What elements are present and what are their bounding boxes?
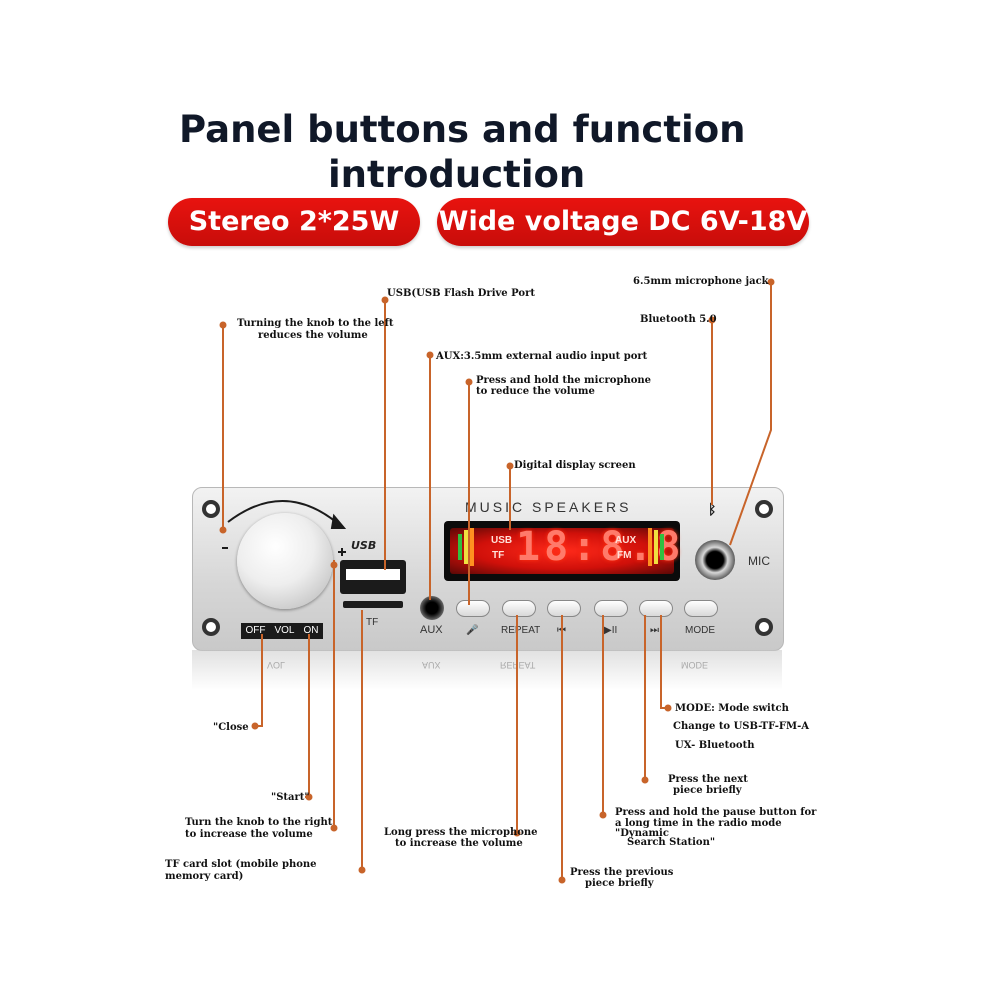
dot-tf — [358, 866, 366, 874]
stereo-badge: Stereo 2*25W — [168, 198, 420, 246]
label-mic-hold-2: to reduce the volume — [476, 386, 595, 397]
label-mic-long-1: Long press the microphone — [384, 827, 538, 838]
bluetooth-icon: ᛒ — [708, 502, 717, 518]
usb-port[interactable] — [340, 560, 406, 594]
on-label: ON — [303, 625, 319, 636]
title-line-1: Panel buttons and function — [179, 108, 746, 151]
label-knob-right-2: to increase the volume — [185, 829, 313, 840]
dot-knob-right — [330, 824, 338, 832]
play-pause-icon: ▶II — [604, 625, 618, 636]
dot-close — [251, 722, 259, 730]
dot-next — [641, 776, 649, 784]
dot-display — [506, 462, 514, 470]
label-mode-2: Change to USB-TF-FM-A — [673, 721, 809, 732]
dot-aux — [426, 351, 434, 359]
mic-volume-button[interactable] — [456, 600, 490, 617]
panel-reflection — [192, 650, 782, 690]
mount-hole-top-left — [202, 500, 220, 518]
tf-label: TF — [366, 617, 379, 628]
label-knob-left-1: Turning the knob to the left — [237, 318, 394, 329]
usb-logo: USB — [351, 539, 377, 552]
mode-button[interactable] — [684, 600, 718, 617]
off-label: OFF — [245, 625, 266, 636]
repeat-label: REPEAT — [501, 625, 541, 636]
aux-jack[interactable] — [420, 596, 444, 620]
play-pause-button[interactable] — [594, 600, 628, 617]
label-start: "Start" — [271, 792, 310, 803]
label-close: "Close — [213, 722, 249, 733]
display-digits: 18:8.8 — [516, 524, 685, 570]
level-meter-left-icon — [458, 528, 474, 566]
display-tag-fm: FM — [617, 550, 632, 561]
dot-knob-right-top — [330, 561, 338, 569]
dot-knob-left-end — [219, 526, 227, 534]
display-tag-aux: AUX — [615, 535, 637, 546]
voltage-badge: Wide voltage DC 6V-18V — [437, 198, 809, 246]
label-pause-2: a long time in the radio mode — [615, 818, 782, 829]
arc-arrow-icon — [330, 513, 347, 529]
mount-hole-bottom-right — [755, 618, 773, 636]
volume-knob[interactable] — [237, 513, 333, 609]
label-aux: AUX:3.5mm external audio input port — [436, 351, 648, 362]
tf-card-slot[interactable] — [343, 601, 403, 608]
dot-bluetooth — [708, 316, 716, 324]
dot-start — [305, 793, 313, 801]
label-tf-2: memory card) — [165, 871, 244, 882]
label-bluetooth: Bluetooth 5.0 — [640, 314, 717, 325]
mount-hole-top-right — [755, 500, 773, 518]
label-pause-3: "Dynamic — [615, 828, 669, 839]
label-mic-long-2: to increase the volume — [395, 838, 523, 849]
panel-header: MUSIC SPEAKERS — [465, 499, 632, 515]
next-button[interactable] — [639, 600, 673, 617]
label-next-2: piece briefly — [673, 785, 742, 796]
knob-arc-icon — [227, 500, 337, 523]
display-tag-tf: TF — [492, 550, 505, 561]
previous-button[interactable] — [547, 600, 581, 617]
label-mode-3: UX- Bluetooth — [675, 740, 755, 751]
label-mode-1: MODE: Mode switch — [675, 703, 789, 714]
aux-label: AUX — [420, 624, 443, 636]
dot-mic-long — [513, 829, 521, 837]
leader-close — [255, 634, 263, 727]
next-icon: ⏭ — [650, 625, 659, 636]
dot-pause — [599, 811, 607, 819]
dot-knob-left — [219, 321, 227, 329]
label-mic-hold-1: Press and hold the microphone — [476, 375, 652, 386]
usb-port-tongue — [346, 569, 400, 580]
display-tag-usb: USB — [491, 535, 513, 546]
label-prev-1: Press the previous — [570, 867, 674, 878]
microphone-icon: 🎤 — [466, 625, 479, 636]
label-knob-right-1: Turn the knob to the right — [185, 817, 333, 828]
label-pause-4: Search Station" — [627, 837, 716, 848]
digital-display — [444, 521, 680, 581]
label-prev-2: piece briefly — [585, 878, 654, 889]
label-next-1: Press the next — [668, 774, 748, 785]
display-backlight — [450, 528, 674, 574]
level-meter-right-icon — [648, 528, 664, 566]
dot-usb — [381, 296, 389, 304]
label-usb: USB(USB Flash Drive Port — [387, 288, 535, 299]
label-mic-jack: 6.5mm microphone jack — [633, 276, 769, 287]
mount-hole-bottom-left — [202, 618, 220, 636]
mode-label: MODE — [685, 625, 715, 636]
microphone-jack[interactable] — [695, 540, 735, 580]
dot-mic-jack — [767, 278, 775, 286]
repeat-button[interactable] — [502, 600, 536, 617]
label-knob-left-2: reduces the volume — [258, 330, 368, 341]
mic-label: MIC — [748, 554, 770, 568]
leader-start — [305, 634, 310, 798]
title-line-2: introduction — [328, 153, 586, 196]
dot-prev — [558, 876, 566, 884]
leader-mic-jack — [729, 282, 772, 546]
leader-mode — [660, 615, 668, 709]
dot-mic-hold — [465, 378, 473, 386]
vol-label: VOL — [274, 625, 295, 636]
label-display: Digital display screen — [514, 460, 636, 471]
label-tf-1: TF card slot (mobile phone — [165, 859, 317, 870]
label-pause-1: Press and hold the pause button for — [615, 807, 817, 818]
dot-mode — [664, 704, 672, 712]
